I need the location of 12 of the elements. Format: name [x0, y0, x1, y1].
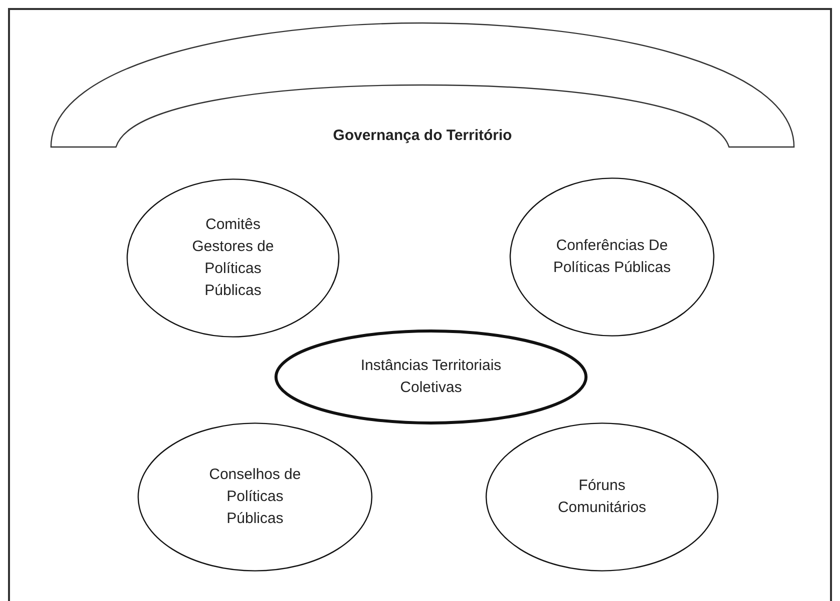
node-label: Fóruns Comunitários	[556, 476, 648, 518]
node-label: Governança do Território	[333, 126, 512, 146]
node-label: Instâncias Territoriais Coletivas	[360, 356, 502, 398]
ellipse-node	[485, 422, 719, 572]
ellipse-node	[273, 328, 589, 426]
ellipse-node	[509, 177, 715, 337]
ellipse-node	[137, 422, 373, 572]
arch-shape	[50, 22, 795, 149]
node-label: Conferências De Políticas Públicas	[552, 236, 672, 278]
ellipse-node	[126, 178, 340, 338]
node-label: Conselhos de Políticas Públicas	[208, 465, 302, 529]
node-label: Comitês Gestores de Políticas Públicas	[191, 215, 275, 301]
